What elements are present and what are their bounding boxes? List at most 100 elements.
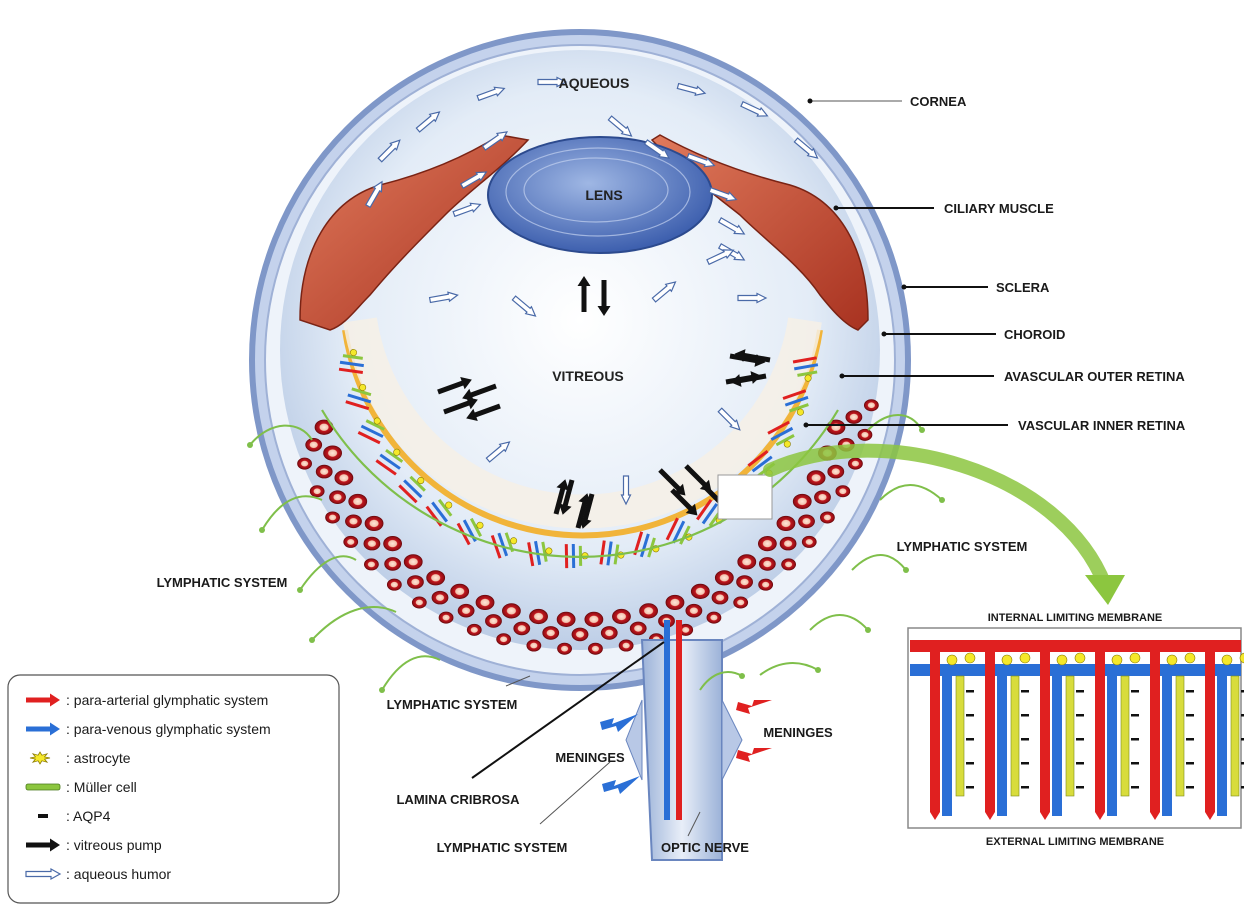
aqp4-marker <box>1021 738 1029 741</box>
lymph-node <box>739 673 745 679</box>
choroid-vessel <box>387 579 401 590</box>
inset-astrocyte <box>1020 653 1030 663</box>
aqp4-marker <box>966 738 974 741</box>
choroid-vessel <box>412 597 426 608</box>
avascular-outer-retina-label: AVASCULAR OUTER RETINA <box>1004 369 1185 384</box>
choroid-vessel <box>502 604 520 618</box>
lymph-node <box>903 567 909 573</box>
inset-astrocyte <box>1185 653 1195 663</box>
choroid-vessel <box>497 634 511 645</box>
choroid-vessel <box>802 536 816 547</box>
choroid-vessel <box>814 491 830 504</box>
lymphatic-system-bottom-label: LYMPHATIC SYSTEM <box>387 697 518 712</box>
zoom-arrow-head <box>1085 575 1125 605</box>
inset-venous-band <box>910 664 1241 676</box>
meninges-flare-left <box>626 700 642 780</box>
inset-astrocyte <box>1112 655 1122 665</box>
aqp4-marker <box>1076 762 1084 765</box>
choroid-vessel <box>807 471 825 485</box>
choroid-vessel <box>738 555 756 569</box>
choroid-vessel <box>572 628 588 641</box>
choroid-vessel <box>619 640 633 651</box>
lymph-node <box>247 442 253 448</box>
choroid-vessel <box>691 584 709 598</box>
choroid-vessel <box>601 626 617 639</box>
choroid-vessel <box>527 640 541 651</box>
choroid-vessel <box>324 446 342 460</box>
inset-venous-column <box>997 676 1007 816</box>
choroid-vessel <box>864 400 878 411</box>
choroid-vessel <box>820 512 834 523</box>
lymphatic-vessel <box>810 615 868 630</box>
astrocyte-icon <box>30 752 50 764</box>
choroid-vessel <box>715 571 733 585</box>
choroid-vessel <box>439 612 453 623</box>
inset-arterial-band <box>910 640 1241 652</box>
choroid-vessel <box>404 555 422 569</box>
choroid-vessel <box>612 609 630 623</box>
legend-text: : AQP4 <box>66 808 111 824</box>
internal-limiting-membrane-label: INTERNAL LIMITING MEMBRANE <box>988 612 1163 624</box>
lymphatic-system-right-label: LYMPHATIC SYSTEM <box>897 539 1028 554</box>
choroid-vessel <box>758 536 776 550</box>
retina-inset: INTERNAL LIMITING MEMBRANE EXTERNAL LIMI… <box>908 612 1244 848</box>
aqp4-marker <box>1021 714 1029 717</box>
muller-cell-icon <box>26 784 60 790</box>
lymph-node <box>379 687 385 693</box>
zoom-box <box>718 475 772 519</box>
legend-text: : Müller cell <box>66 779 137 795</box>
lymphatic-vessel <box>382 656 440 690</box>
meninges-red-arrow <box>736 700 772 714</box>
choroid-vessel <box>345 515 361 528</box>
inset-arterial-column <box>930 652 940 812</box>
aqp4-marker <box>1186 714 1194 717</box>
inset-arterial-column <box>1205 652 1215 812</box>
lymph-node <box>297 587 303 593</box>
inset-muller-cell <box>1011 676 1019 796</box>
choroid-vessel <box>558 643 572 654</box>
vascular-inner-retina-label: VASCULAR INNER RETINA <box>1018 418 1186 433</box>
choroid-vessel <box>384 536 402 550</box>
aqp4-marker <box>1076 714 1084 717</box>
outer-retina-leader-dot <box>840 374 845 379</box>
choroid-vessel <box>712 591 728 604</box>
choroid-vessel <box>585 612 603 626</box>
inset-astrocyte <box>1222 655 1232 665</box>
choroid-vessel <box>530 609 548 623</box>
aqp4-marker <box>1186 738 1194 741</box>
optic-nerve-label: OPTIC NERVE <box>661 840 749 855</box>
aqp4-marker <box>1076 786 1084 789</box>
choroid-vessel <box>588 643 602 654</box>
aqp4-marker <box>1186 762 1194 765</box>
choroid-leader-dot <box>882 332 887 337</box>
choroid-vessel <box>385 558 401 571</box>
choroid-vessel <box>686 604 702 617</box>
choroid-vessel <box>298 458 312 469</box>
choroid-vessel <box>432 591 448 604</box>
inset-astrocyte <box>1167 655 1177 665</box>
aqp4-marker <box>1021 690 1029 693</box>
meninges-flare-right <box>722 700 742 780</box>
inset-astrocyte <box>1075 653 1085 663</box>
aqp4-marker <box>1131 690 1139 693</box>
inset-venous-column <box>1217 676 1227 816</box>
legend-text: : para-arterial glymphatic system <box>66 692 268 708</box>
inset-venous-column <box>1107 676 1117 816</box>
aqp4-marker <box>966 690 974 693</box>
inset-muller-cell <box>1066 676 1074 796</box>
aqp4-marker <box>966 714 974 717</box>
choroid-vessel <box>306 438 322 451</box>
lymph-node <box>939 497 945 503</box>
lymphatic-vessel <box>880 485 942 500</box>
choroid-vessel <box>780 537 796 550</box>
aqp4-icon <box>38 814 48 818</box>
aqp4-marker <box>1131 738 1139 741</box>
meninges-right-label: MENINGES <box>763 725 833 740</box>
choroid-vessel <box>836 486 850 497</box>
choroid-vessel <box>310 486 324 497</box>
aqp4-marker <box>1186 786 1194 789</box>
sclera-leader-dot <box>902 285 907 290</box>
legend: : para-arterial glymphatic system: para-… <box>8 675 339 903</box>
cornea-label: CORNEA <box>910 94 967 109</box>
